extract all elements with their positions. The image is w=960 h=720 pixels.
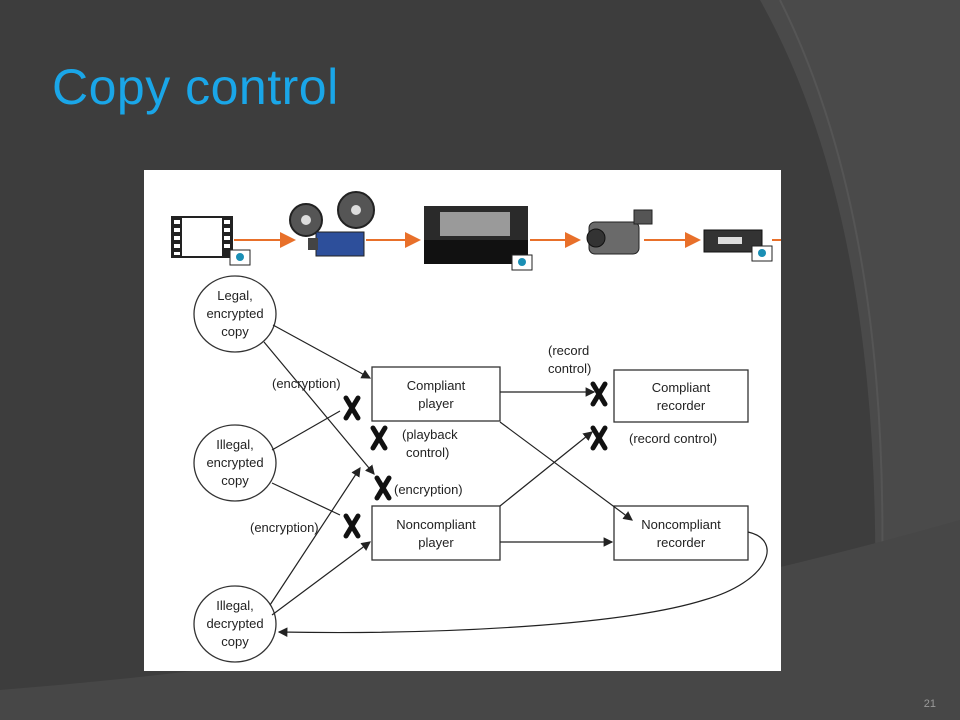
label-playback-control: control) [406, 445, 449, 460]
noncompliant-recorder-box [613, 505, 749, 561]
illegal-encrypted-copy-node [193, 424, 277, 502]
blocked-x-marks [343, 381, 608, 539]
node-label: copy [221, 473, 249, 488]
label-record-control-top: (record [548, 343, 589, 358]
node-label: copy [221, 634, 249, 649]
box-label: player [418, 535, 454, 550]
watermark-icon [751, 245, 773, 262]
node-label: Illegal, [216, 437, 254, 452]
movie-theater-icon [424, 206, 528, 264]
node-label: Illegal, [216, 598, 254, 613]
copy-control-diagram: Legal, encrypted copy Illegal, encrypted… [144, 170, 781, 671]
slide-number: 21 [923, 698, 936, 710]
label-encryption-bottom: (encryption) [250, 520, 319, 535]
box-label: recorder [657, 535, 706, 550]
legal-encrypted-copy-node [193, 275, 277, 353]
node-label: copy [221, 324, 249, 339]
box-label: player [418, 396, 454, 411]
noncompliant-player-box [371, 505, 501, 561]
label-record-control-bottom: (record control) [629, 431, 717, 446]
node-label: Legal, [217, 288, 252, 303]
label-playback-control: (playback [402, 427, 458, 442]
compliant-recorder-box [613, 369, 749, 423]
compliant-player-box [371, 366, 501, 422]
flow-arrows [263, 324, 768, 637]
node-label: encrypted [206, 455, 263, 470]
film-frame-icon [171, 216, 233, 258]
box-label: Noncompliant [396, 517, 476, 532]
node-label: decrypted [206, 616, 263, 631]
node-label: encrypted [206, 306, 263, 321]
label-record-control-top: control) [548, 361, 591, 376]
film-projector-icon [289, 191, 375, 257]
label-encryption-mid: (encryption) [394, 482, 463, 497]
box-label: Compliant [407, 378, 466, 393]
box-label: Noncompliant [641, 517, 721, 532]
slide-title: Copy control [52, 59, 339, 115]
watermark-icon [229, 249, 251, 266]
camcorder-icon [586, 209, 653, 255]
label-encryption-top: (encryption) [272, 376, 341, 391]
box-label: Compliant [652, 380, 711, 395]
illegal-decrypted-copy-node [193, 585, 277, 663]
watermark-icon [511, 254, 533, 271]
box-label: recorder [657, 398, 706, 413]
vcr-icon [703, 229, 763, 253]
